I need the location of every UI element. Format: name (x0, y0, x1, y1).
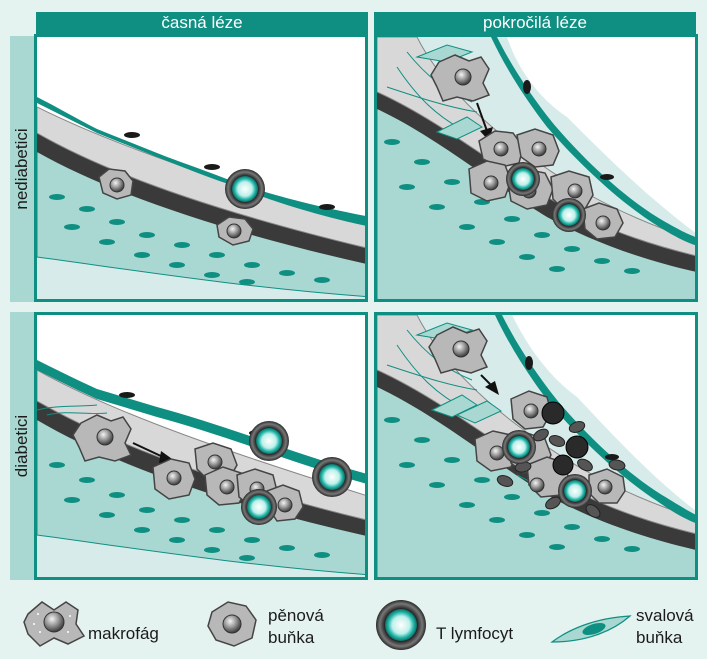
t-lymphocyte-icon (374, 598, 428, 652)
t-lymphocyte (312, 457, 352, 497)
row-label-diabetic: diabetici (12, 415, 32, 477)
t-lymphocyte (225, 169, 265, 209)
panel-early-nondiabetic (34, 34, 368, 302)
panel-early-diabetic (34, 312, 368, 580)
legend-label-muscle-cell-2: buňka (636, 628, 682, 648)
muscle-cell-icon (548, 612, 634, 648)
column-header-advanced: pokročilá léze (374, 12, 696, 34)
legend-label-foam-cell-1: pěnová (268, 606, 324, 626)
foam-cell-icon (204, 598, 260, 650)
macrophage (429, 327, 487, 373)
panel-advanced-nondiabetic (374, 34, 698, 302)
t-lymphocyte (249, 421, 289, 461)
t-lymphocyte (241, 489, 277, 525)
t-lymphocyte (558, 474, 592, 508)
row-header-nondiabetic: nediabetici (10, 36, 34, 302)
row-header-diabetic: diabetici (10, 312, 34, 580)
t-lymphocyte (552, 198, 586, 232)
t-lymphocyte (506, 162, 540, 196)
macrophage-icon (20, 594, 90, 650)
t-lymphocyte (502, 430, 536, 464)
legend-label-muscle-cell-1: svalová (636, 606, 694, 626)
panel-advanced-diabetic (374, 312, 698, 580)
legend-label-macrophage: makrofág (88, 624, 159, 644)
macrophage (431, 55, 489, 101)
legend-label-foam-cell-2: buňka (268, 628, 314, 648)
macrophage (73, 415, 131, 461)
legend-label-t-lymphocyte: T lymfocyt (436, 624, 513, 644)
column-header-early: časná léze (36, 12, 368, 34)
row-label-nondiabetic: nediabetici (12, 128, 32, 209)
